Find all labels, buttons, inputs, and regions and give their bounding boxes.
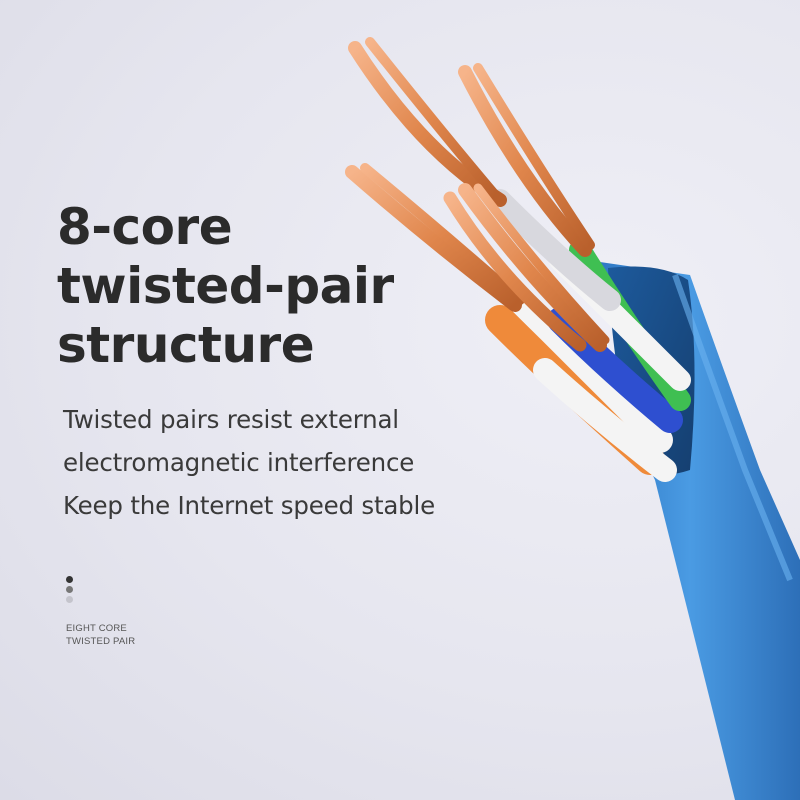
headline-line-1: 8-core [57,198,233,256]
description-line-2: electromagnetic interference [63,448,415,477]
description: Twisted pairs resist external electromag… [63,398,435,527]
caption-line-1: EIGHT CORE [66,623,127,634]
insulated-wires [485,189,691,482]
decorative-dots [66,576,74,606]
headline: 8-core twisted-pair structure [57,198,394,375]
dot-light [66,596,73,603]
caption-line-2: TWISTED PAIR [66,636,136,647]
dot-medium [66,586,73,593]
headline-line-3: structure [57,316,315,374]
description-line-3: Keep the Internet speed stable [63,491,436,520]
jacket-highlight [672,274,793,582]
headline-line-2: twisted-pair [57,257,394,315]
dot-dark [66,576,73,583]
copper-conductors [345,37,610,352]
caption: EIGHT CORE TWISTED PAIR [66,622,135,648]
description-line-1: Twisted pairs resist external [63,405,399,434]
